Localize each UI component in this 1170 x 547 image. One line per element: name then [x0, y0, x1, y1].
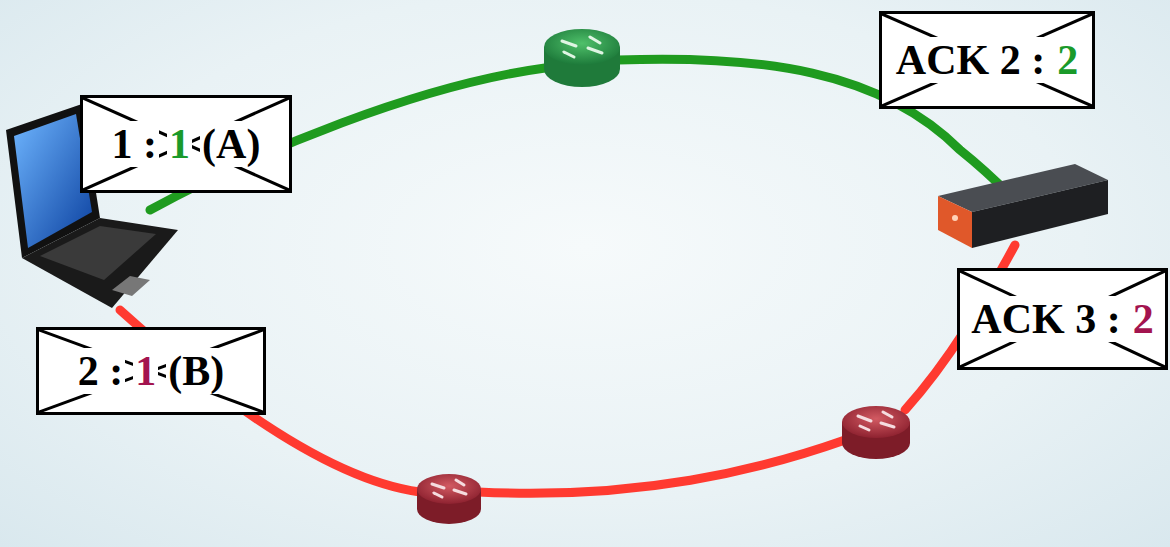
packet-text: (B) [166, 348, 226, 394]
packet-text: 1 : [110, 121, 160, 167]
packet-label: ACK 3 :2 [969, 296, 1155, 342]
packet-text: 1 [133, 348, 158, 394]
packet-label: ACK 2 :2 [894, 37, 1080, 83]
packet-box: 1 :1(A) [80, 95, 292, 193]
packet-box: ACK 3 :2 [957, 268, 1168, 370]
server-icon [938, 164, 1108, 248]
router-icon [544, 29, 620, 87]
cross-line [83, 98, 289, 190]
router-icon [842, 406, 910, 459]
packet-text: 2 : [76, 348, 126, 394]
packet-label: 1 :1(A) [110, 121, 263, 167]
cross-line [882, 14, 1092, 106]
packet-text: 2 [1131, 296, 1156, 342]
packet-text: ACK 3 : [969, 296, 1122, 342]
packet-text: ACK 2 : [894, 37, 1047, 83]
packet-label: 2 :1(B) [76, 348, 227, 394]
packet-box: 2 :1(B) [36, 327, 266, 415]
cross-line [83, 98, 289, 190]
packet-box: ACK 2 :2 [879, 11, 1095, 109]
cross-line [960, 271, 1165, 367]
cross-line [39, 330, 263, 412]
cross-line [39, 330, 263, 412]
cross-line [882, 14, 1092, 106]
packet-text: 1 [167, 121, 192, 167]
packet-text: 2 [1055, 37, 1080, 83]
packet-text: (A) [200, 121, 262, 167]
router-icon [417, 474, 481, 524]
cross-line [960, 271, 1165, 367]
